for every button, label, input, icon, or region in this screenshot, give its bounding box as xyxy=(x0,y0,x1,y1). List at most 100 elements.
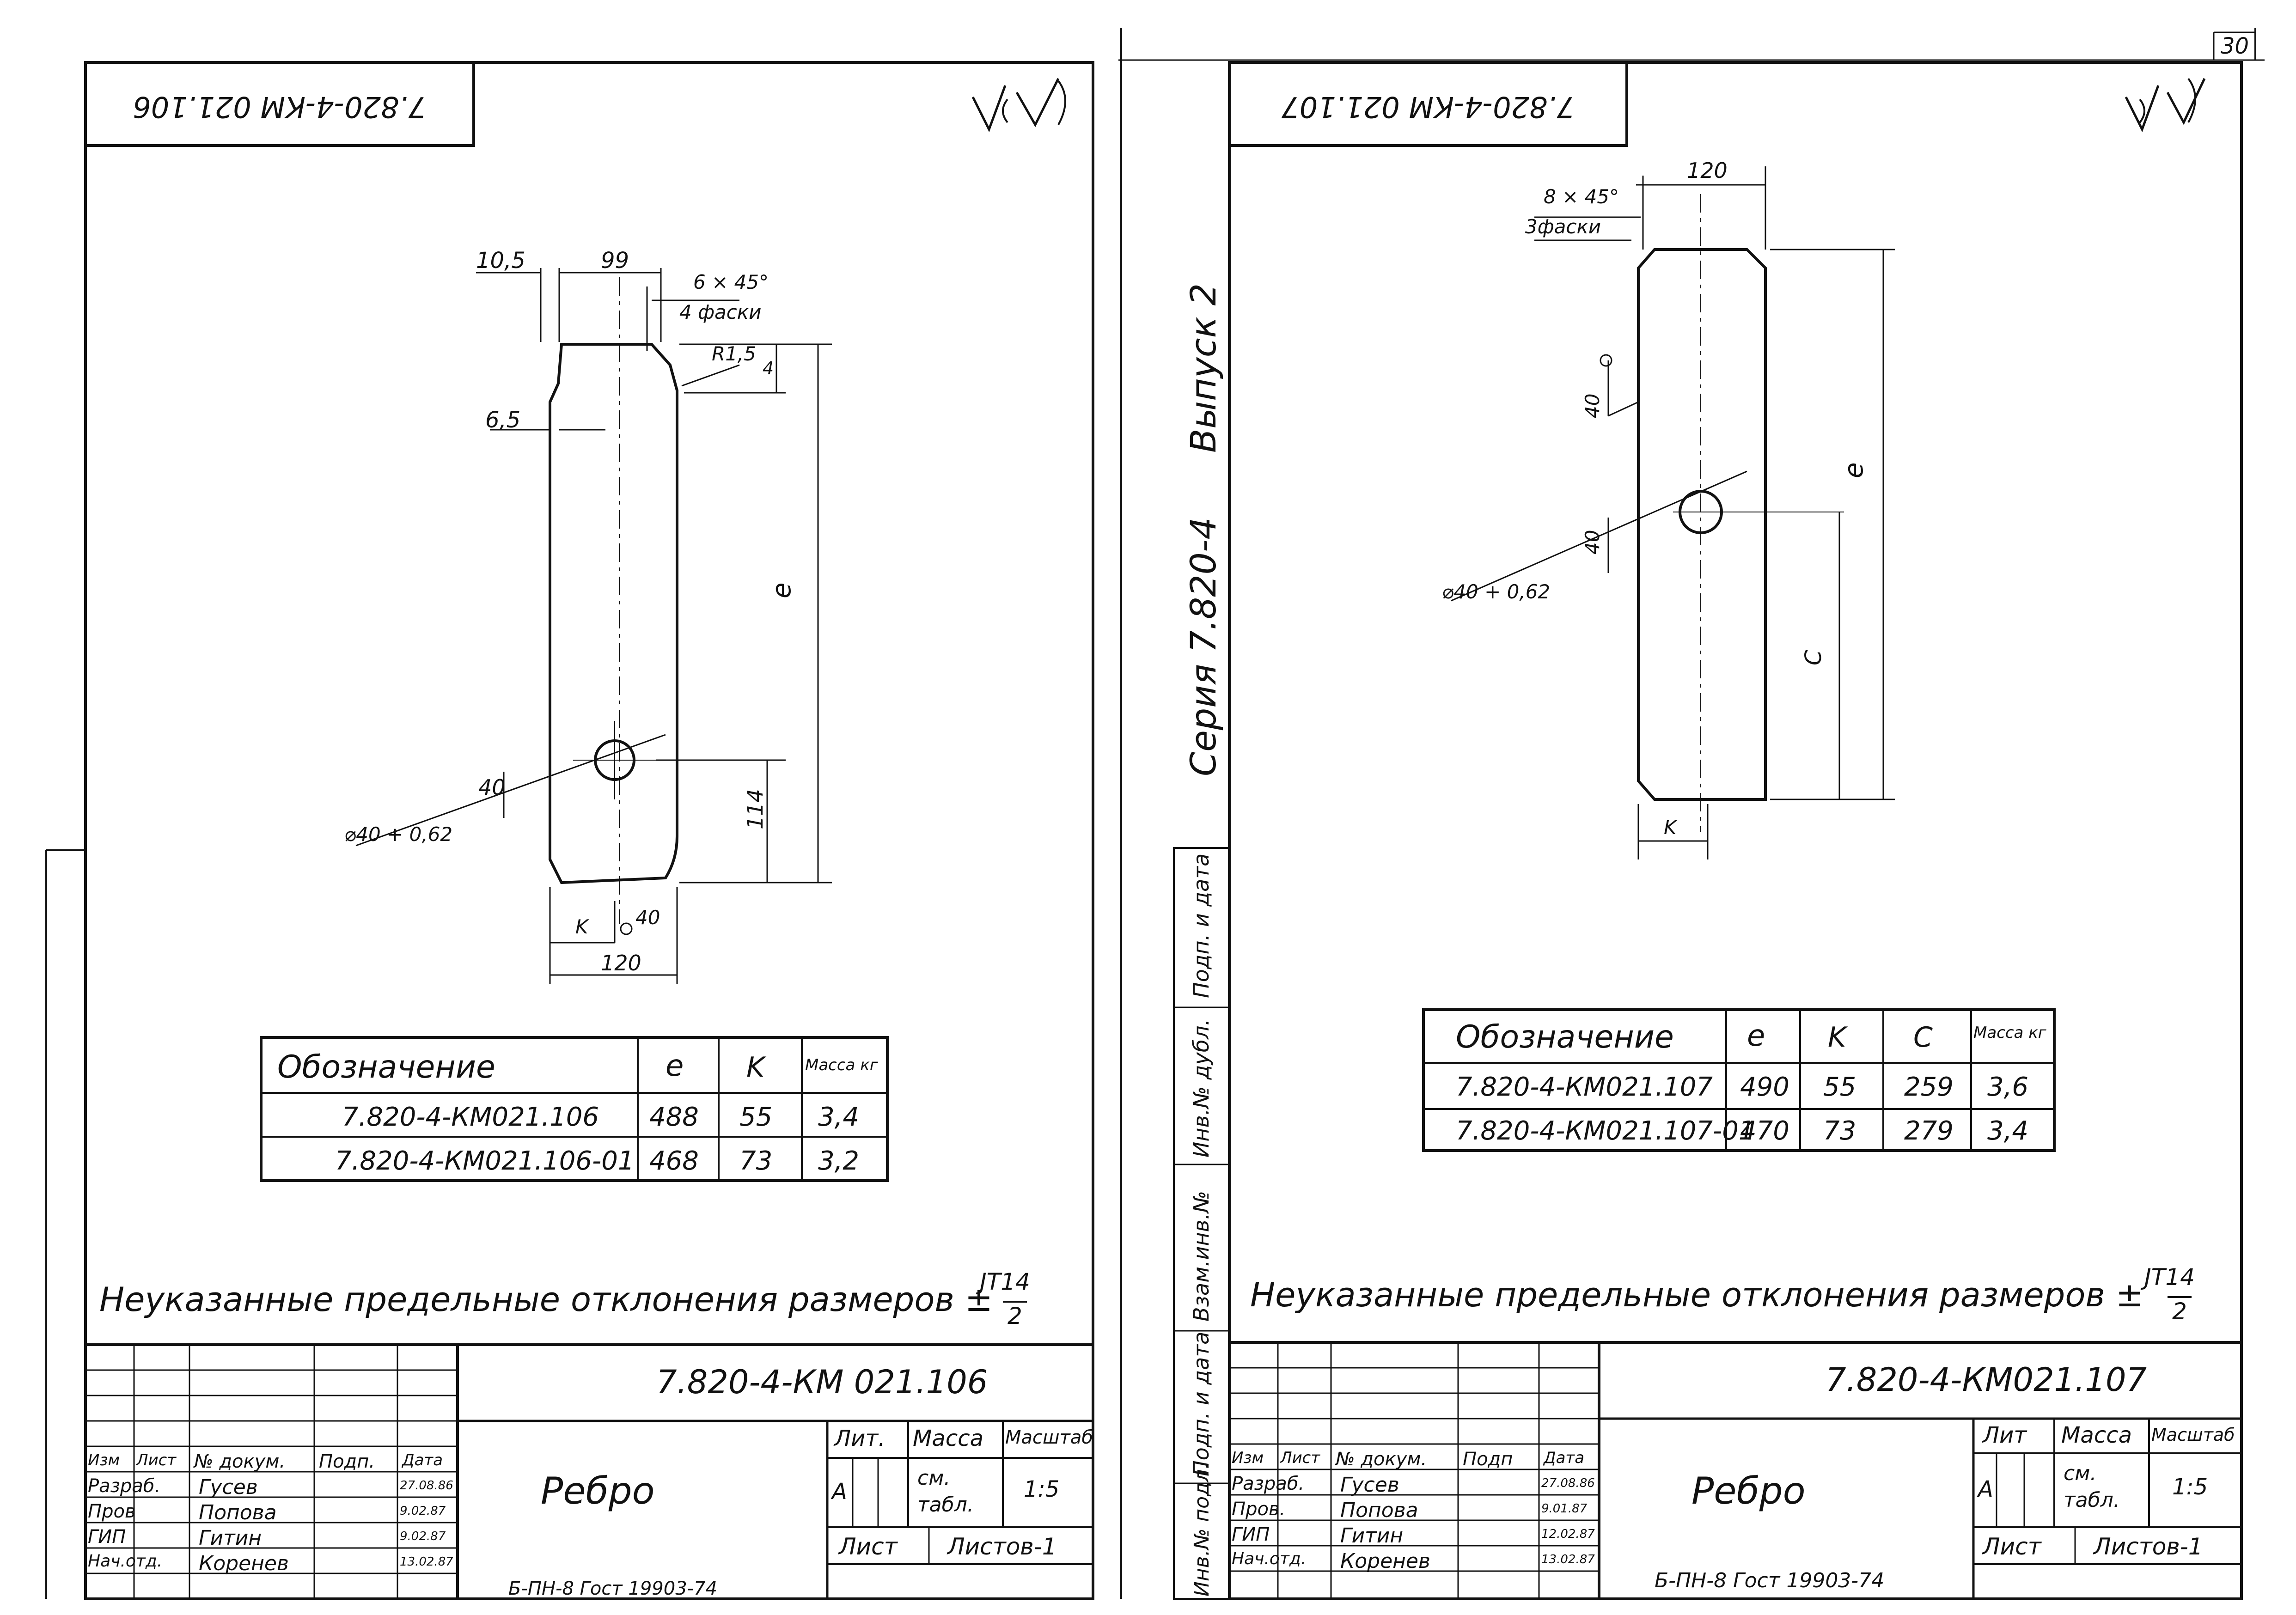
dim-6-5: 6,5 xyxy=(485,407,520,433)
side-label-4: Подп. и дата xyxy=(1189,1332,1214,1476)
left-table-header-designation: Обозначение xyxy=(277,1049,495,1085)
left-code-box: 7.820-4-КМ 021.106 xyxy=(133,90,426,124)
side-label-2: Инв.№ дубл. xyxy=(1189,1019,1214,1158)
right-stamp-role-1: Разраб. xyxy=(1232,1473,1305,1494)
series-label: Серия 7.820-4 xyxy=(1183,517,1224,776)
left-stamp-role-2: Пров xyxy=(88,1501,136,1522)
dim-hole-angle: 40 xyxy=(478,775,506,800)
right-table-row-1-k: 55 xyxy=(1823,1072,1856,1102)
right-stamp-date-4: 13.02.87 xyxy=(1541,1553,1595,1566)
dim-chamfer-note-r: 3фаски xyxy=(1525,215,1601,238)
left-table-row-1-k: 55 xyxy=(739,1102,773,1132)
right-code-box: 7.820-4-КМ 021.107 xyxy=(1281,90,1575,124)
dim-width-120-r: 120 xyxy=(1687,158,1728,183)
left-stamp-head-list: Лист xyxy=(136,1451,177,1469)
right-stamp-lit-label: Лит xyxy=(1983,1422,2027,1448)
side-label-3: Взам.инв.№ xyxy=(1189,1191,1214,1322)
left-stamp-role-1: Разраб. xyxy=(88,1475,161,1497)
dim-hole: ⌀40 + 0,62 xyxy=(344,823,452,846)
right-table-row-2-c: 279 xyxy=(1904,1116,1954,1146)
left-stamp-head-sign: Подп. xyxy=(319,1451,375,1472)
right-table-row-2-designation: 7.820-4-КМ021.107-01 xyxy=(1456,1116,1755,1146)
left-stamp-name: Ребро xyxy=(541,1469,655,1512)
left-stamp-code: 7.820-4-КМ 021.106 xyxy=(656,1363,988,1401)
right-table-header-c: C xyxy=(1913,1021,1933,1054)
dim-99: 99 xyxy=(601,248,629,274)
dim-chamfer-note: 4 фаски xyxy=(679,301,761,323)
right-stamp-name: Ребро xyxy=(1691,1469,1806,1512)
dim-length-e-r: e xyxy=(1839,463,1869,478)
left-stamp-date-1: 27.08.86 xyxy=(400,1479,453,1493)
dim-angle-hole: 40 xyxy=(1581,530,1604,555)
left-table-row-2-mass: 3,2 xyxy=(818,1146,860,1176)
left-table-header-mass: Масса кг xyxy=(805,1056,878,1074)
left-stamp-name-2: Попова xyxy=(199,1501,277,1524)
dim-114: 114 xyxy=(743,789,768,829)
right-stamp-material: Б-ПН-8 Гост 19903-74 xyxy=(1655,1569,1885,1592)
left-stamp-lit-value: А xyxy=(832,1479,847,1505)
dim-radius: R1,5 xyxy=(712,342,756,365)
right-stamp-head-sign: Подп xyxy=(1463,1449,1513,1470)
right-note: Неуказанные предельные отклонения размер… xyxy=(1250,1275,2144,1314)
left-stamp-head-date: Дата xyxy=(402,1451,443,1469)
right-stamp-name-2: Попова xyxy=(1340,1499,1418,1522)
left-stamp-name-4: Коренев xyxy=(199,1552,289,1575)
right-table-header-designation: Обозначение xyxy=(1456,1019,1674,1055)
right-stamp-role-3: ГИП xyxy=(1232,1524,1270,1545)
left-note-numerator: JT14 xyxy=(980,1268,1030,1295)
left-stamp-material: Б-ПН-8 Гост 19903-74 xyxy=(508,1578,717,1599)
left-stamp-date-2: 9.02.87 xyxy=(400,1504,446,1518)
right-table-row-1-mass: 3,6 xyxy=(1987,1072,2029,1102)
right-table-row-1-designation: 7.820-4-КМ021.107 xyxy=(1456,1072,1713,1102)
right-stamp-sheet-label: Лист xyxy=(1983,1533,2041,1560)
left-stamp-scale-label: Масштаб xyxy=(1005,1427,1093,1448)
right-table-header-k: K xyxy=(1828,1021,1846,1054)
left-table-row-1-e: 488 xyxy=(649,1102,699,1132)
left-stamp-scale-value: 1:5 xyxy=(1024,1476,1060,1502)
left-table-header-k: K xyxy=(746,1051,765,1084)
dim-hole-r: ⌀40 + 0,62 xyxy=(1442,580,1550,603)
left-stamp-role-3: ГИП xyxy=(88,1526,126,1548)
left-table-row-2-k: 73 xyxy=(739,1146,773,1176)
right-stamp-scale-label: Масштаб xyxy=(2151,1425,2235,1445)
left-note: Неуказанные предельные отклонения размер… xyxy=(99,1280,993,1319)
left-table-row-1-mass: 3,4 xyxy=(818,1102,860,1132)
right-stamp-name-4: Коренев xyxy=(1340,1549,1430,1573)
left-stamp-sheets-label: Листов-1 xyxy=(947,1533,1057,1560)
right-stamp-scale-value: 1:5 xyxy=(2172,1474,2208,1500)
right-stamp-name-1: Гусев xyxy=(1340,1473,1399,1497)
right-stamp-code: 7.820-4-КМ021.107 xyxy=(1826,1361,2147,1399)
left-stamp-name-3: Гитин xyxy=(199,1526,262,1550)
page-number: 30 xyxy=(2221,33,2249,59)
right-stamp-name-3: Гитин xyxy=(1340,1524,1404,1548)
dim-edge-angle: 40 xyxy=(635,906,660,929)
left-note-denominator: 2 xyxy=(1003,1301,1027,1329)
dim-k-r: K xyxy=(1664,816,1678,839)
issue-label: Выпуск 2 xyxy=(1183,283,1224,453)
left-table-header-e: e xyxy=(666,1049,684,1083)
left-stamp-mass-label: Масса xyxy=(913,1426,984,1451)
right-stamp-head-izm: Изм xyxy=(1232,1449,1264,1467)
dim-length-e: e xyxy=(767,583,797,598)
dim-10-5: 10,5 xyxy=(476,248,525,274)
right-stamp-date-2: 9.01.87 xyxy=(1541,1502,1588,1516)
left-stamp-role-4: Нач.отд. xyxy=(88,1552,163,1571)
right-stamp-role-2: Пров. xyxy=(1232,1499,1286,1520)
right-stamp-mass-value: см. табл. xyxy=(2064,1462,2120,1512)
right-stamp-mass-label: Масса xyxy=(2061,1422,2132,1448)
dim-4: 4 xyxy=(763,358,774,378)
dim-k: K xyxy=(575,915,590,938)
left-table-row-1-designation: 7.820-4-КМ021.106 xyxy=(342,1102,599,1132)
left-stamp-date-3: 9.02.87 xyxy=(400,1530,446,1543)
right-table-row-2-k: 73 xyxy=(1823,1116,1856,1146)
dim-width-120: 120 xyxy=(601,951,641,975)
right-stamp-role-4: Нач.отд. xyxy=(1232,1549,1307,1568)
side-label-1: Подп. и дата xyxy=(1189,853,1214,998)
side-label-5: Инв.№ подл. xyxy=(1190,1463,1214,1597)
left-table-row-2-e: 468 xyxy=(649,1146,699,1176)
dim-chamfer: 6 × 45° xyxy=(693,271,769,293)
right-table-row-2-e: 470 xyxy=(1740,1116,1789,1146)
left-stamp-head-doc: № докум. xyxy=(194,1451,286,1472)
